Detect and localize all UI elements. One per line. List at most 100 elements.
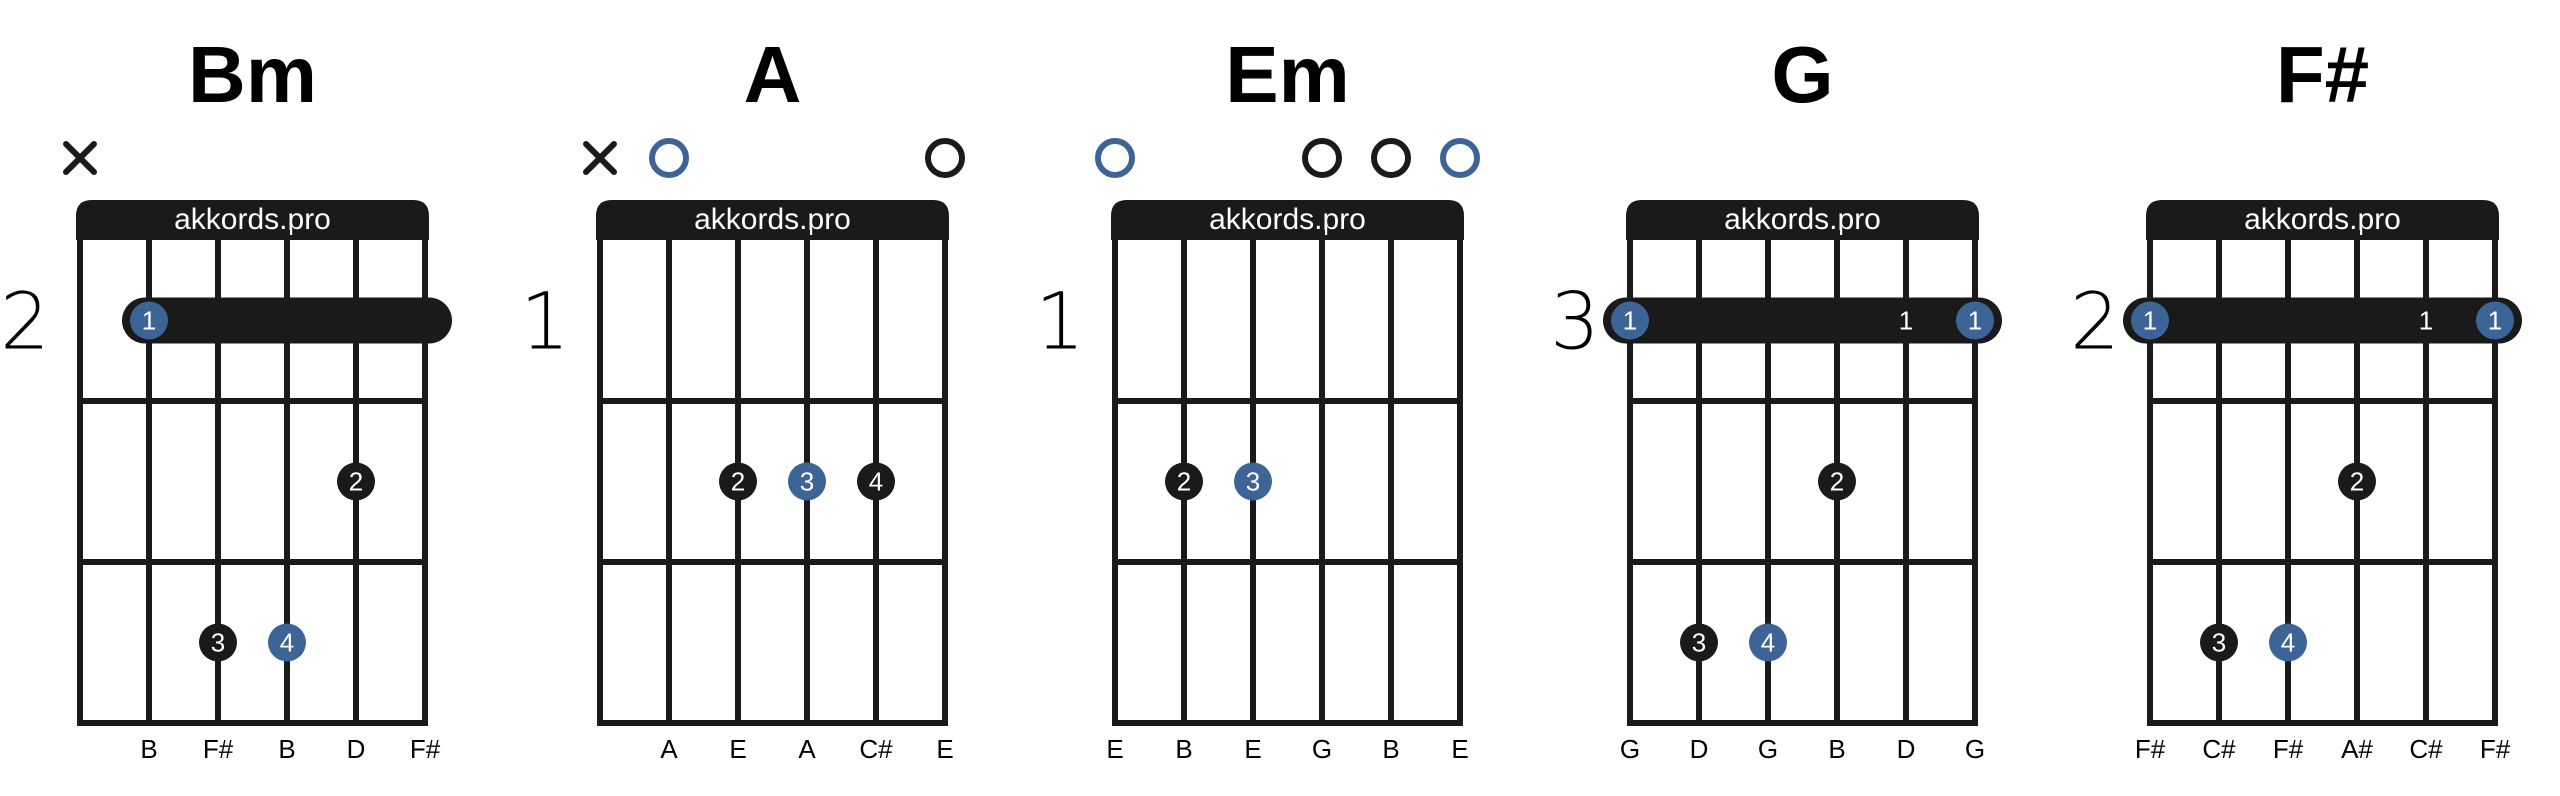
string-note: F# bbox=[2480, 734, 2511, 764]
string-note: B bbox=[278, 734, 295, 764]
string-note: G bbox=[1965, 734, 1985, 764]
string-note: A bbox=[798, 734, 816, 764]
start-fret-number: 1 bbox=[1035, 278, 1085, 368]
string-note: D bbox=[1690, 734, 1709, 764]
muted-string-icon bbox=[583, 141, 617, 175]
string-note: D bbox=[1897, 734, 1916, 764]
finger-number: 3 bbox=[1692, 628, 1706, 658]
chord-name: G bbox=[1771, 30, 1833, 119]
finger-number: 4 bbox=[1761, 628, 1775, 658]
barre bbox=[1603, 297, 2002, 344]
string-note: F# bbox=[2135, 734, 2166, 764]
barre bbox=[2123, 297, 2522, 344]
finger-number: 4 bbox=[869, 467, 883, 497]
string-note: B bbox=[1382, 734, 1399, 764]
brand-label: akkords.pro bbox=[694, 203, 851, 236]
open-root-string-icon bbox=[1095, 138, 1135, 178]
finger-number: 2 bbox=[1830, 467, 1844, 497]
finger-dot-root bbox=[2131, 301, 2169, 340]
chord-name: Bm bbox=[188, 30, 317, 119]
finger-number: 1 bbox=[2488, 306, 2502, 336]
barre-finger-number: 1 bbox=[1899, 306, 1913, 336]
finger-number: 2 bbox=[349, 467, 363, 497]
string-note: E bbox=[1244, 734, 1261, 764]
start-fret-number: 1 bbox=[520, 278, 570, 368]
finger-dot-root bbox=[2269, 623, 2307, 662]
string-note: A# bbox=[2341, 734, 2373, 764]
barre bbox=[122, 297, 452, 344]
finger-dot bbox=[199, 623, 237, 662]
start-fret-number: 2 bbox=[2070, 278, 2120, 368]
open-string-icon bbox=[925, 138, 965, 178]
finger-number: 3 bbox=[2212, 628, 2226, 658]
finger-dot bbox=[1680, 623, 1718, 662]
finger-dot-root bbox=[1956, 301, 1994, 340]
string-note: C# bbox=[2202, 734, 2236, 764]
finger-dot-root bbox=[2476, 301, 2514, 340]
string-note: G bbox=[1758, 734, 1778, 764]
string-note: F# bbox=[2273, 734, 2304, 764]
finger-dot bbox=[1165, 462, 1203, 501]
open-root-string-icon bbox=[649, 138, 689, 178]
barre-finger-number: 1 bbox=[2419, 306, 2433, 336]
string-note: C# bbox=[859, 734, 893, 764]
string-note: F# bbox=[203, 734, 234, 764]
finger-number: 1 bbox=[142, 306, 156, 336]
finger-dot bbox=[857, 462, 895, 501]
string-note: E bbox=[1451, 734, 1468, 764]
finger-number: 1 bbox=[2143, 306, 2157, 336]
string-note: B bbox=[1175, 734, 1192, 764]
string-note: B bbox=[1828, 734, 1845, 764]
finger-number: 1 bbox=[1968, 306, 1982, 336]
finger-number: 3 bbox=[1246, 467, 1260, 497]
start-fret-number: 2 bbox=[0, 278, 50, 368]
start-fret-number: 3 bbox=[1550, 278, 1600, 368]
open-string-icon bbox=[1302, 138, 1342, 178]
string-note: E bbox=[1106, 734, 1123, 764]
chord-name: A bbox=[744, 30, 802, 119]
headstock bbox=[2146, 200, 2499, 240]
finger-dot bbox=[1818, 462, 1856, 501]
chord-name: F# bbox=[2276, 30, 2369, 119]
brand-label: akkords.pro bbox=[174, 203, 331, 236]
finger-dot-root bbox=[788, 462, 826, 501]
open-root-string-icon bbox=[1440, 138, 1480, 178]
finger-number: 2 bbox=[2350, 467, 2364, 497]
finger-number: 2 bbox=[1177, 467, 1191, 497]
string-note: C# bbox=[2409, 734, 2443, 764]
headstock bbox=[1111, 200, 1464, 240]
finger-number: 3 bbox=[800, 467, 814, 497]
barre-finger-number: 1 bbox=[482, 306, 496, 336]
finger-number: 3 bbox=[211, 628, 225, 658]
finger-dot-root bbox=[130, 301, 168, 340]
headstock bbox=[76, 200, 429, 240]
finger-number: 2 bbox=[731, 467, 745, 497]
string-note: D bbox=[347, 734, 366, 764]
string-note: B bbox=[140, 734, 157, 764]
finger-dot-root bbox=[1611, 301, 1649, 340]
finger-number: 4 bbox=[2281, 628, 2295, 658]
muted-string-icon bbox=[63, 141, 97, 175]
finger-number: 4 bbox=[280, 628, 294, 658]
finger-dot bbox=[2338, 462, 2376, 501]
finger-dot-root bbox=[268, 623, 306, 662]
finger-dot bbox=[2200, 623, 2238, 662]
finger-number: 1 bbox=[1623, 306, 1637, 336]
headstock bbox=[596, 200, 949, 240]
finger-dot-root bbox=[1749, 623, 1787, 662]
finger-dot-root bbox=[1234, 462, 1272, 501]
string-note: A bbox=[660, 734, 678, 764]
finger-dot bbox=[719, 462, 757, 501]
string-note: E bbox=[936, 734, 953, 764]
string-note: G bbox=[1620, 734, 1640, 764]
